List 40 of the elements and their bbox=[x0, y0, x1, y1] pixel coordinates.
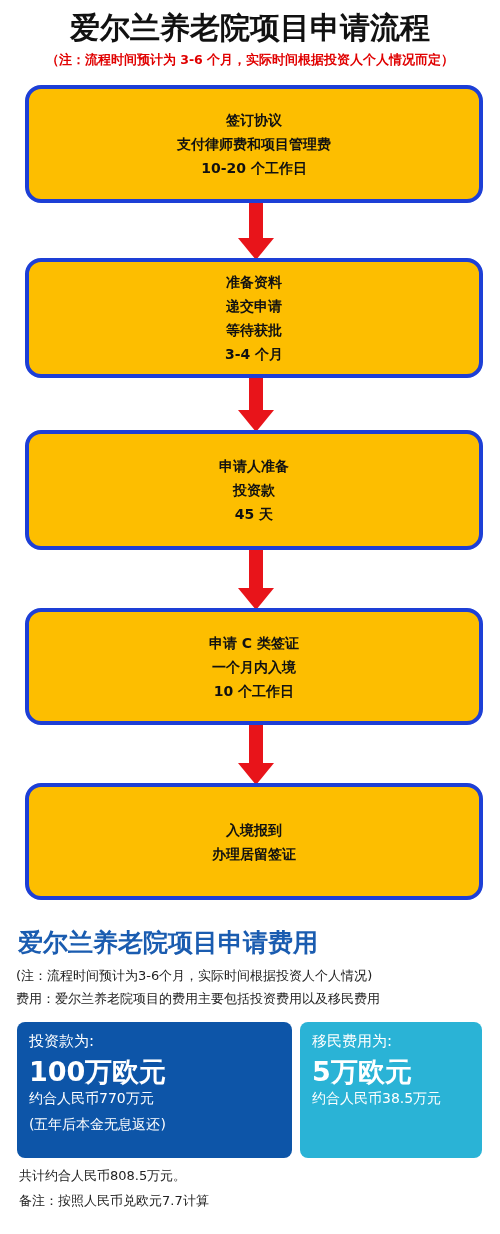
amount-text: 100万欧元 bbox=[29, 1054, 168, 1089]
card-label: 移民费用为: bbox=[312, 1032, 394, 1052]
process-box bbox=[25, 430, 483, 550]
step-text: 办理居留签证 bbox=[212, 844, 296, 864]
note-text: （注：流程时间预计为 3-6 个月，实际时间根据投资人个人情况而定） bbox=[44, 52, 456, 69]
step-text: 10-20 个工作日 bbox=[201, 159, 307, 178]
step-text: 一个月内入境 bbox=[212, 657, 296, 677]
note-text: 费用：爱尔兰养老院项目的费用主要包括投资费用以及移民费用 bbox=[16, 990, 381, 1008]
step-text: 递交申请 bbox=[226, 297, 282, 316]
step-text: 准备资料 bbox=[226, 273, 282, 292]
section-heading: 爱尔兰养老院项目申请费用 bbox=[18, 927, 319, 959]
note-text: (注：流程时间预计为3-6个月，实际时间根据投资人个人情况) bbox=[16, 967, 374, 985]
arrow bbox=[238, 203, 274, 260]
conversion-text: 约合人民币770万元 bbox=[29, 1088, 155, 1107]
step-text: 签订协议 bbox=[226, 111, 282, 130]
step-text: 等待获批 bbox=[226, 321, 282, 340]
conversion-text: 约合人民币38.5万元 bbox=[312, 1088, 443, 1107]
step-text: 3-4 个月 bbox=[224, 345, 284, 364]
step-text: 投资款 bbox=[233, 481, 275, 500]
arrow bbox=[238, 378, 274, 432]
step-text: 入境报到 bbox=[226, 820, 282, 840]
step-text: 10 个工作日 bbox=[213, 681, 295, 701]
note-text: 备注：按照人民币兑欧元7.7计算 bbox=[19, 1192, 210, 1210]
arrow bbox=[238, 550, 274, 610]
step-text: 申请 C 类签证 bbox=[209, 633, 299, 653]
process-box bbox=[25, 85, 483, 203]
title: 爱尔兰养老院项目申请流程 bbox=[69, 9, 431, 47]
process-box bbox=[25, 608, 483, 725]
arrow bbox=[238, 725, 274, 785]
process-box bbox=[25, 258, 483, 378]
card-label: 投资款为: bbox=[29, 1032, 96, 1052]
amount-text: 5万欧元 bbox=[312, 1054, 413, 1089]
process-box bbox=[25, 783, 483, 900]
cost-card bbox=[300, 1022, 482, 1158]
note-text: (五年后本金无息返还) bbox=[29, 1114, 167, 1133]
total-text: 共计约合人民币808.5万元。 bbox=[19, 1167, 188, 1185]
step-text: 45 天 bbox=[234, 505, 274, 524]
cost-card bbox=[17, 1022, 292, 1158]
step-text: 支付律师费和项目管理费 bbox=[177, 135, 331, 154]
step-text: 申请人准备 bbox=[219, 457, 289, 476]
